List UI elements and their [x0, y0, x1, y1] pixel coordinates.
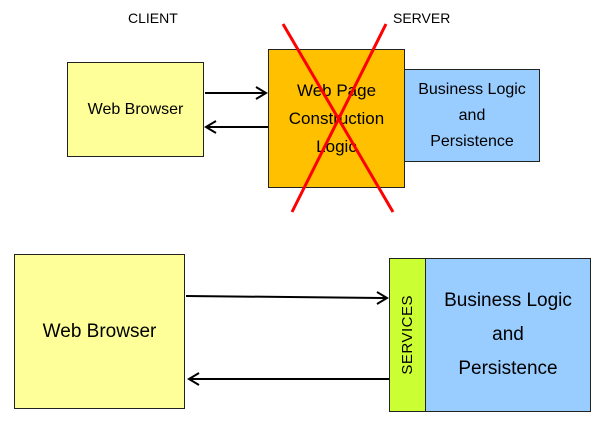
top-business-logic-line-3: Persistence [430, 132, 514, 150]
top-web-browser-label: Web Browser [87, 100, 184, 118]
top-business-logic-line-1: Business Logic [418, 80, 526, 98]
top-request-arrow [205, 86, 268, 100]
web-page-construction-box: Web Page Construction Logic [268, 49, 405, 188]
bottom-response-arrow [187, 372, 389, 386]
bottom-business-logic-line-3: Persistence [458, 358, 558, 379]
top-web-browser-box: Web Browser [67, 62, 204, 157]
red-cross-mark [281, 23, 395, 213]
client-label: CLIENT [128, 10, 178, 26]
bottom-request-arrow [185, 291, 389, 305]
bottom-business-logic-box: Business Logic and Persistence [425, 258, 591, 412]
bottom-business-logic-line-2: and [492, 324, 524, 345]
server-label: SERVER [393, 10, 451, 26]
bottom-web-browser-label: Web Browser [42, 320, 157, 342]
bottom-web-browser-box: Web Browser [14, 254, 185, 409]
top-business-logic-line-2: and [458, 106, 486, 124]
top-response-arrow [204, 120, 268, 134]
bottom-business-logic-line-1: Business Logic [444, 290, 572, 311]
